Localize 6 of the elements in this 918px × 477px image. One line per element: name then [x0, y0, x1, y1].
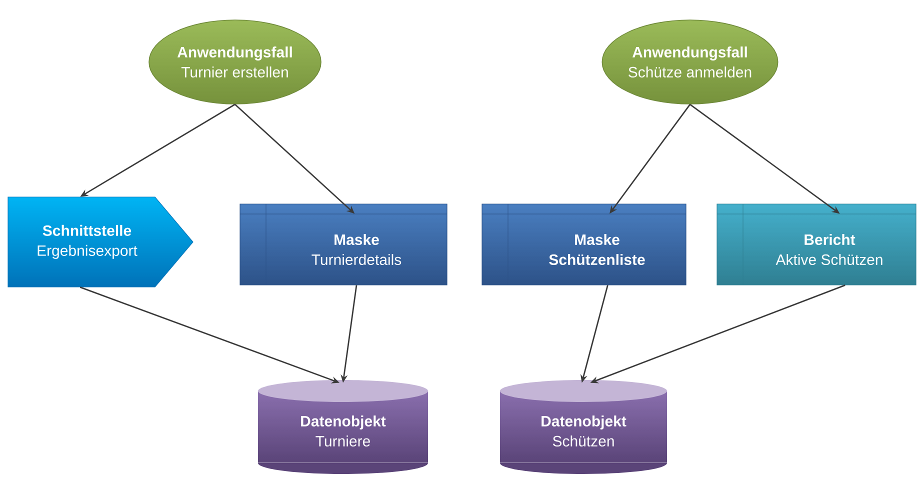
database-cylinder: Datenobjekt Schützen: [500, 380, 667, 474]
form-box: Maske Schützenliste: [482, 204, 686, 286]
form-box: Maske Turnierdetails: [240, 204, 448, 286]
database-cylinder: Datenobjekt Turniere: [258, 380, 428, 474]
interface-pentagon: Schnittstelle Ergebnisexport: [8, 196, 194, 288]
report-box: Bericht Aktive Schützen: [716, 204, 916, 286]
